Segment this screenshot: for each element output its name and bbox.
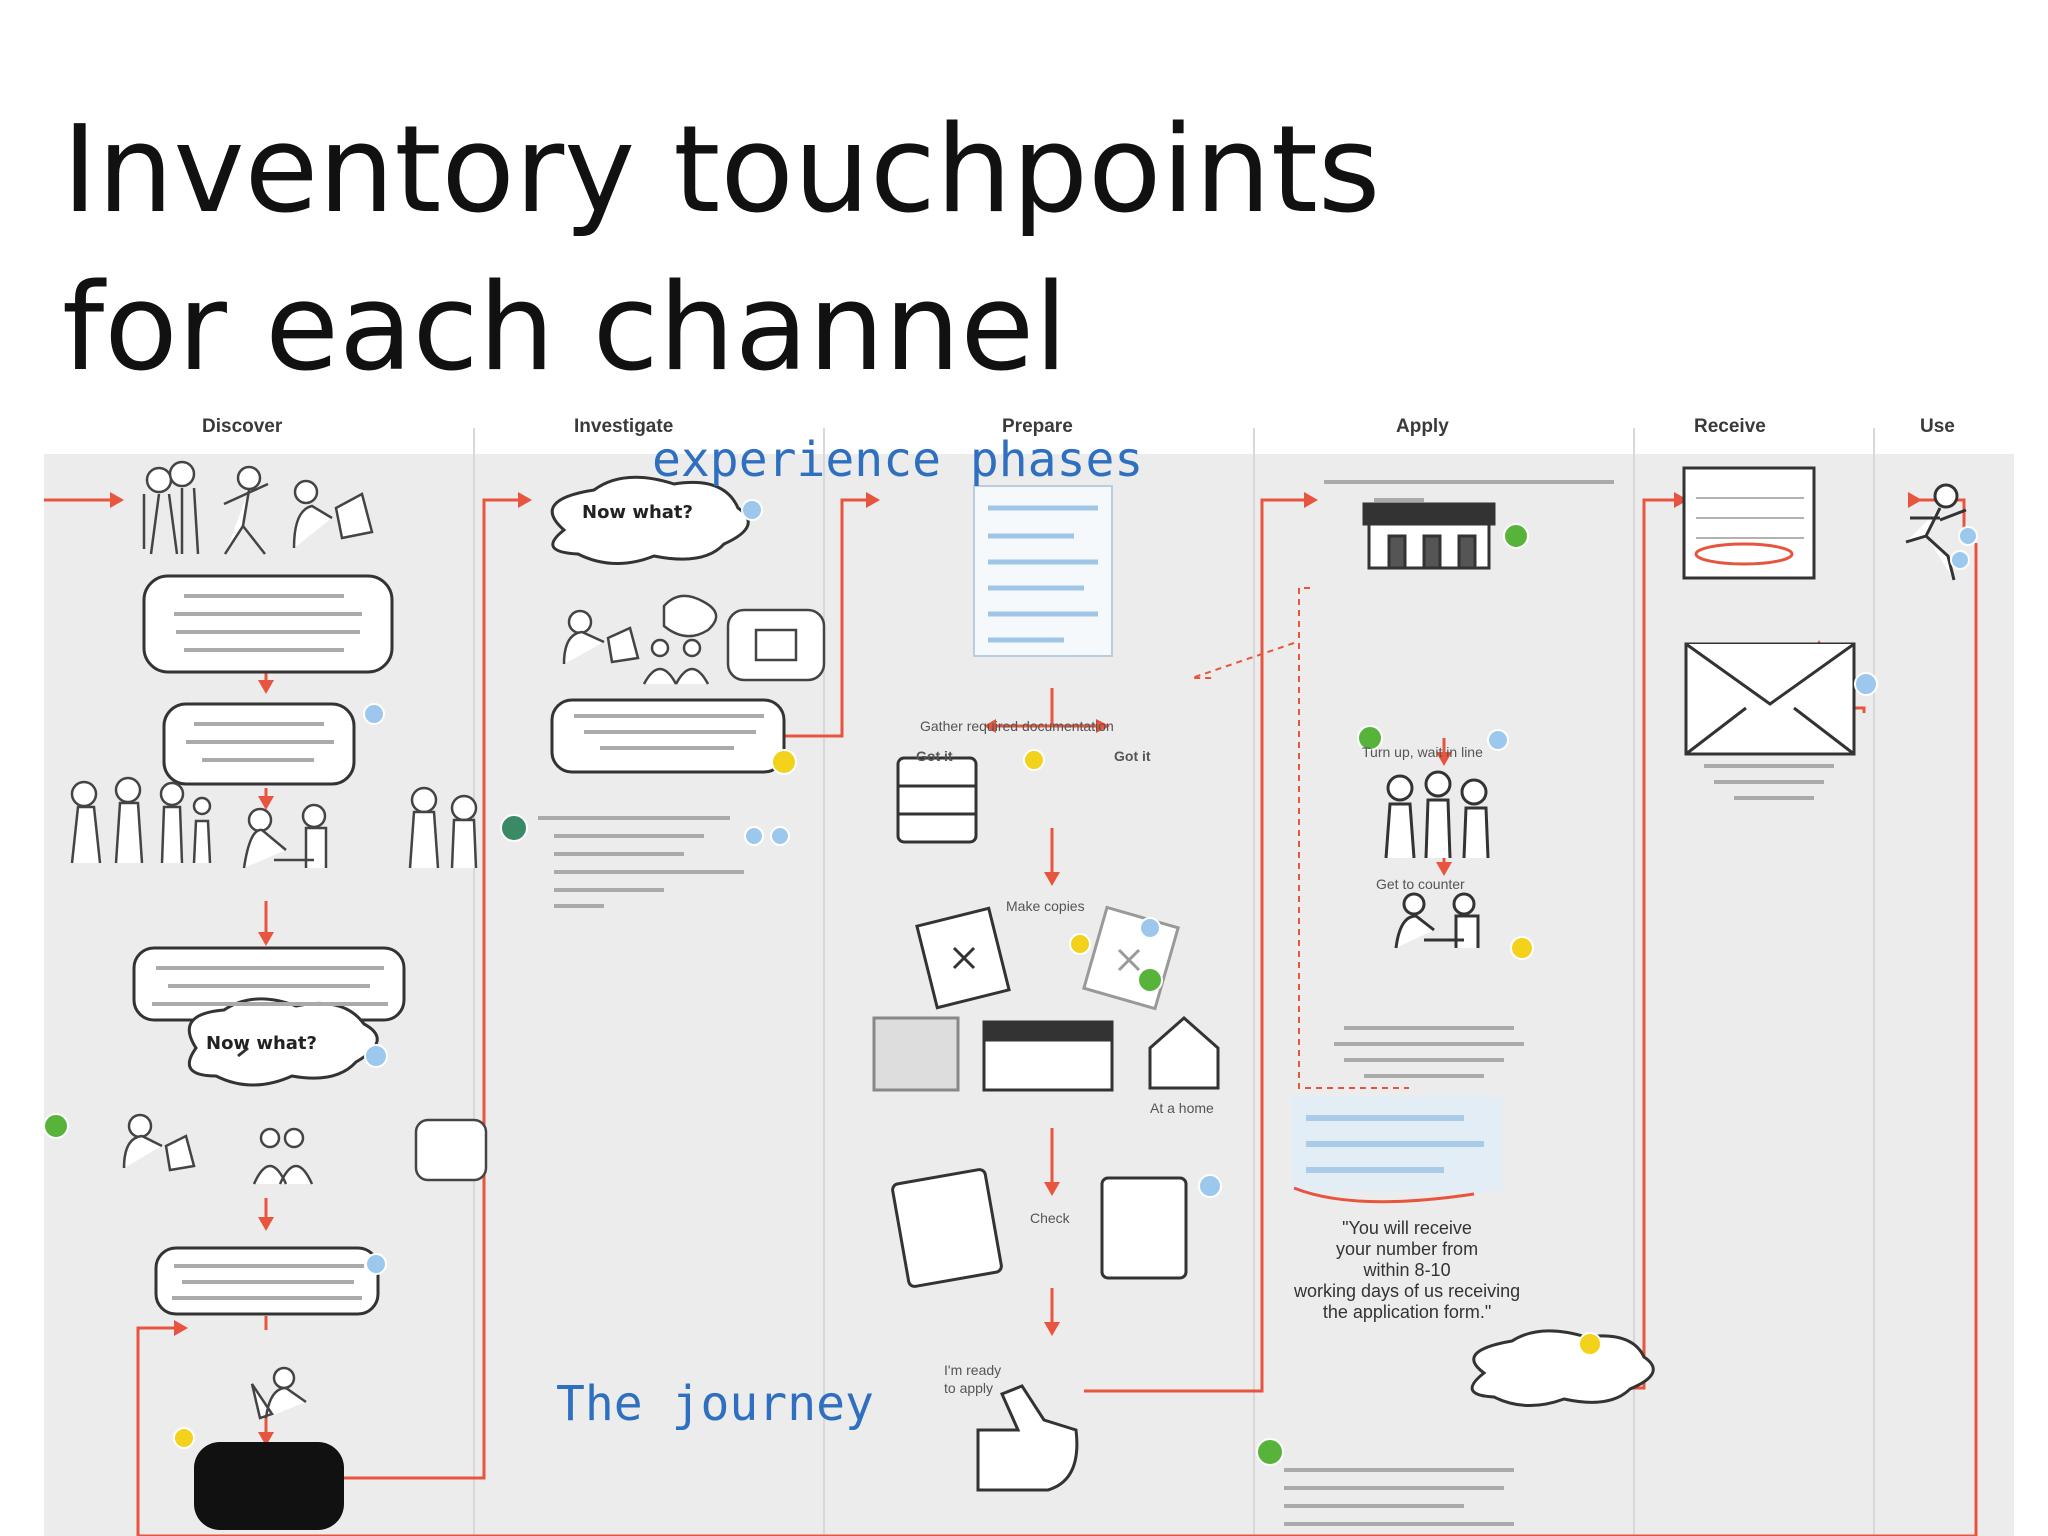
annotation-experience-phases: experience phases xyxy=(652,432,1144,488)
phase-label-prepare: Prepare xyxy=(1002,416,1073,437)
journey-map-graphic xyxy=(44,428,2014,1536)
journey-map-diagram: Discover Investigate Prepare Apply Recei… xyxy=(44,408,2022,1536)
apply-document xyxy=(1292,1096,1502,1204)
quote-line-1: "You will receive xyxy=(1342,1218,1472,1238)
quote-line-5: the application form." xyxy=(1322,1302,1492,1322)
investigate-icons xyxy=(562,594,826,685)
prepare-icons xyxy=(872,756,1220,1492)
prepare-document xyxy=(973,485,1113,657)
phase-label-discover: Discover xyxy=(202,416,283,437)
receive-icons xyxy=(1682,466,1856,756)
investigate-now-what-text: Now what? xyxy=(582,502,693,523)
phase-label-receive: Receive xyxy=(1694,416,1766,437)
phase-dividers xyxy=(473,428,1875,1536)
step-check: Check xyxy=(1030,1210,1070,1226)
slide-title: Inventory touchpoints for each channel xyxy=(62,92,1380,408)
discover-thought-cloud xyxy=(237,1046,249,1058)
step-im-ready: I'm ready xyxy=(944,1362,1002,1378)
step-at-a-home: At a home xyxy=(1150,1100,1214,1116)
step-got-it-find: Got it xyxy=(916,748,953,764)
quote-line-3: within 8-10 xyxy=(1363,1260,1451,1280)
step-make-copies: Make copies xyxy=(1006,898,1085,914)
step-gather-documentation: Gather required documentation xyxy=(920,718,1114,734)
use-icons xyxy=(1905,483,1967,581)
slide-title-line-2: for each channel xyxy=(62,259,1068,398)
phase-label-investigate: Investigate xyxy=(574,416,674,437)
step-get-to-counter: Get to counter xyxy=(1376,876,1465,892)
illegible-text-lines xyxy=(152,480,1834,1526)
step-to-apply: to apply xyxy=(944,1380,994,1396)
step-turn-up: Turn up, wait in line xyxy=(1362,744,1483,760)
phase-label-apply: Apply xyxy=(1396,416,1449,437)
receive-number-quote: "You will receive your number from withi… xyxy=(1294,1218,1520,1323)
phase-label-use: Use xyxy=(1920,416,1955,437)
discover-people-icons xyxy=(70,460,488,1420)
slide-title-line-1: Inventory touchpoints xyxy=(62,101,1381,240)
discover-speech-dark xyxy=(194,1442,344,1530)
annotation-the-journey: The journey xyxy=(556,1376,874,1432)
apply-icons xyxy=(1362,502,1655,1408)
flow-arrowheads xyxy=(110,492,1922,1446)
step-got-it-seek: Got it xyxy=(1114,748,1151,764)
badges xyxy=(44,499,1978,1466)
quote-line-4: working days of us receiving xyxy=(1294,1281,1521,1301)
quote-line-2: your number from xyxy=(1336,1239,1479,1259)
discover-now-what-text: Now what? xyxy=(206,1033,317,1054)
